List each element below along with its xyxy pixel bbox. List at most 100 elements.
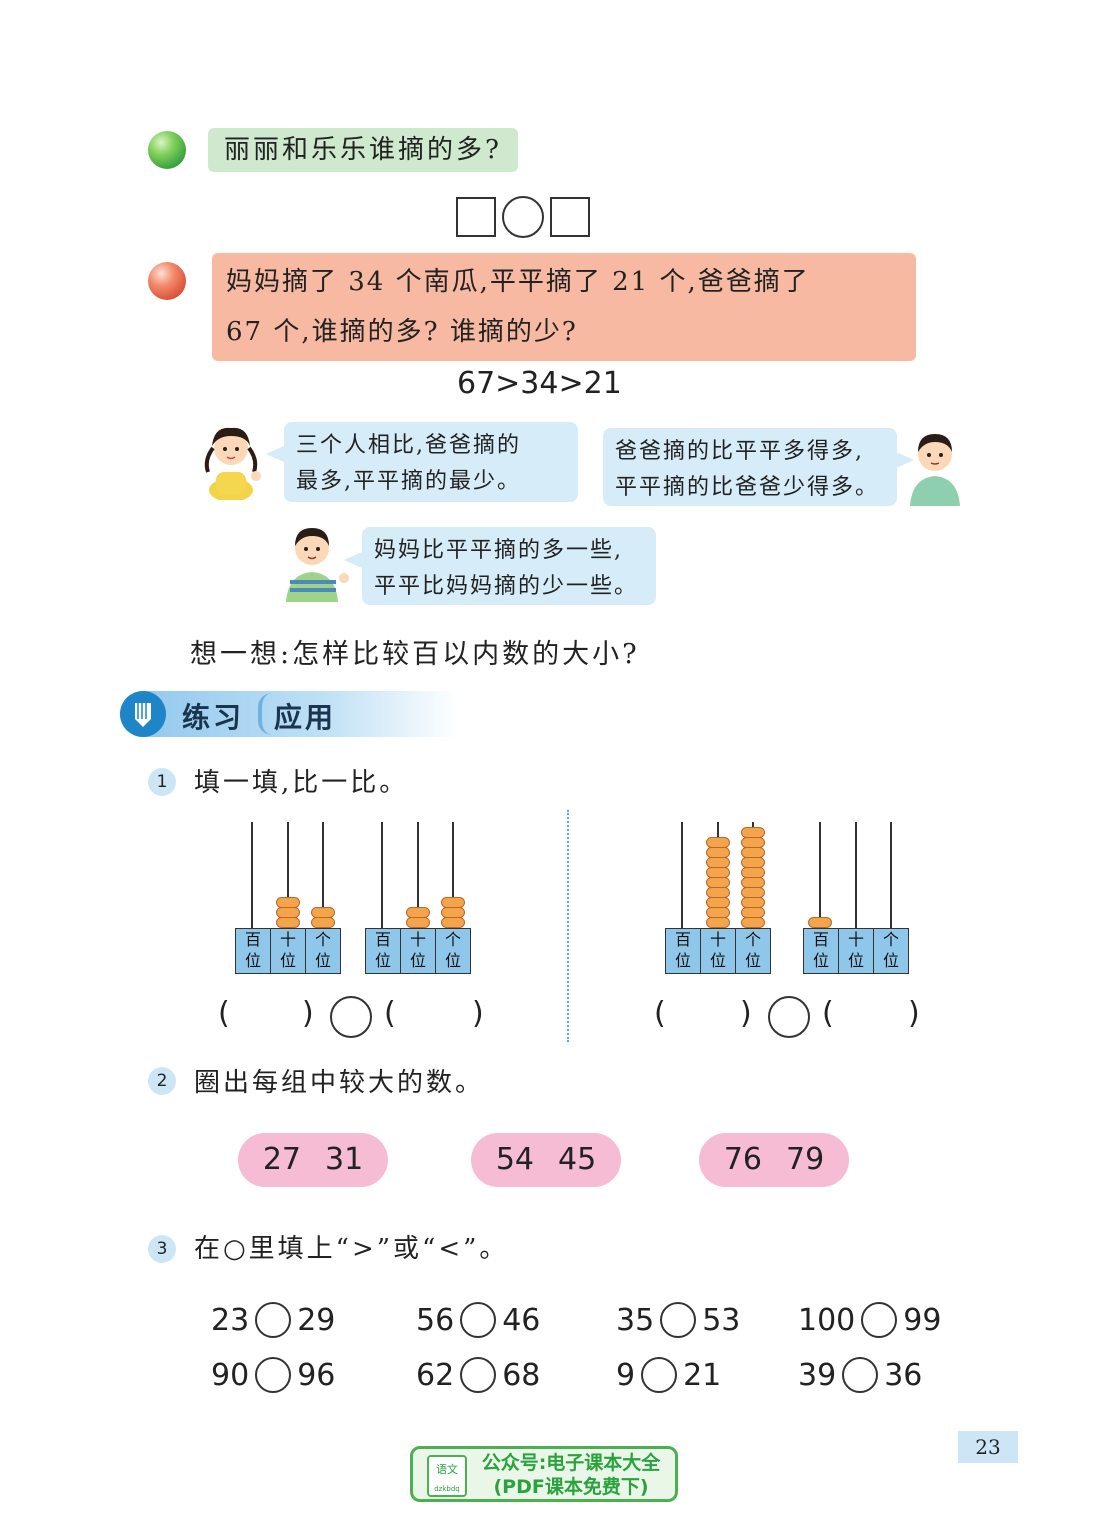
abacus-bead <box>741 837 765 848</box>
abacus-bead <box>405 917 430 928</box>
paren-close: ) <box>302 996 314 1031</box>
abacus-rod <box>819 822 821 928</box>
question-one-text: 丽丽和乐乐谁摘的多? <box>224 135 502 165</box>
paren-open: ( <box>654 996 666 1031</box>
girl-bubble-tail <box>266 446 284 462</box>
boy-right-speech-bubble: 爸爸摘的比平平多得多, 平平摘的比爸爸少得多。 <box>603 428 897 506</box>
place-value-char: 个 <box>314 930 331 949</box>
abacus-bead <box>441 907 465 918</box>
compare-circle[interactable] <box>768 996 810 1038</box>
place-value-char: 位 <box>674 951 691 970</box>
comparison-circle[interactable] <box>861 1302 898 1338</box>
abacus-bead <box>705 887 730 898</box>
abacus-bead <box>705 837 730 848</box>
abacus-rod <box>890 822 892 928</box>
place-value-cell: 十位 <box>271 929 306 973</box>
pair-number[interactable]: 54 <box>495 1142 534 1177</box>
place-value-cell: 个位 <box>874 929 908 973</box>
blank-circle[interactable] <box>502 196 544 238</box>
comparison-left-number: 39 <box>798 1357 837 1393</box>
abacus-bead <box>275 897 300 908</box>
comparison-circle[interactable] <box>255 1302 292 1338</box>
pair-number[interactable]: 76 <box>723 1142 762 1177</box>
place-value-char: 十 <box>409 930 426 949</box>
girl-speech-bubble: 三个人相比,爸爸摘的 最多,平平摘的最少。 <box>284 422 578 502</box>
place-value-char: 位 <box>314 951 331 970</box>
comparison-circle[interactable] <box>641 1357 678 1393</box>
exercise-3-text: 在○里填上“>”或“<”。 <box>194 1234 509 1264</box>
place-value-char: 位 <box>279 951 296 970</box>
place-value-char: 位 <box>882 951 899 970</box>
blank-box-left[interactable] <box>456 197 496 237</box>
comparison-right-number: 99 <box>903 1302 942 1338</box>
abacus-bead <box>405 907 430 918</box>
place-value-labels: 百位十位个位 <box>665 928 771 974</box>
compare-circle[interactable] <box>330 996 372 1038</box>
comparison-right-number: 29 <box>297 1302 336 1338</box>
pair-number[interactable]: 31 <box>325 1142 364 1177</box>
watermark-line1: 公众号:电子课本大全 <box>481 1452 661 1474</box>
place-value-char: 个 <box>444 930 461 949</box>
comparison-circle[interactable] <box>842 1357 879 1393</box>
place-value-char: 位 <box>409 951 426 970</box>
place-value-labels: 百位十位个位 <box>365 928 471 974</box>
comparison-right-number: 46 <box>502 1302 541 1338</box>
comparison-left-number: 90 <box>211 1357 250 1393</box>
think-prompt: 想一想:怎样比较百以内数的大小? <box>190 639 640 670</box>
blank-box-right[interactable] <box>550 197 590 237</box>
abacus-rod <box>416 822 419 928</box>
paren-open: ( <box>218 996 230 1031</box>
boy-right-bubble-line1: 爸爸摘的比平平多得多, <box>615 439 864 464</box>
paren-close: ) <box>908 996 920 1031</box>
comparison-circle[interactable] <box>460 1357 497 1393</box>
pair-number[interactable]: 79 <box>786 1142 825 1177</box>
abacus-bead <box>441 897 465 908</box>
abacus-bead <box>741 847 765 858</box>
abacus-bead <box>311 917 335 928</box>
comparison-circle[interactable] <box>660 1302 697 1338</box>
comparison-left-number: 62 <box>416 1357 455 1393</box>
abacus-bead <box>741 887 765 898</box>
green-ball-icon <box>148 131 186 169</box>
comparison-left-number: 35 <box>616 1302 655 1338</box>
number-pair-2[interactable]: 54 45 <box>471 1133 621 1187</box>
abacus-bead <box>741 867 765 878</box>
abacus-bead <box>741 827 765 838</box>
abacus-bead <box>275 907 300 918</box>
number-pair-3[interactable]: 76 79 <box>699 1133 849 1187</box>
comparison-right-number: 96 <box>297 1357 336 1393</box>
boy-bottom-bubble-line1: 妈妈比平平摘的多一些, <box>374 538 623 563</box>
comparison-circle[interactable] <box>460 1302 497 1338</box>
place-value-char: 个 <box>744 930 761 949</box>
number-pair-1[interactable]: 27 31 <box>238 1133 388 1187</box>
place-value-char: 位 <box>244 951 261 970</box>
paren-open: ( <box>384 996 396 1031</box>
pair-number[interactable]: 45 <box>558 1142 597 1177</box>
abacus-bead <box>705 857 730 868</box>
place-value-cell: 个位 <box>436 929 470 973</box>
exercise-3-badge: 3 <box>148 1235 176 1263</box>
section-title-practice: 练习 <box>182 701 245 734</box>
place-value-labels: 百位十位个位 <box>235 928 341 974</box>
abacus-bead <box>705 847 730 858</box>
book-icon: 语文 dzkbdq <box>427 1455 467 1497</box>
watermark-badge: 语文 dzkbdq 公众号:电子课本大全 (PDF课本免费下) <box>410 1446 678 1502</box>
place-value-labels: 百位十位个位 <box>803 928 909 974</box>
book-icon-label: 语文 <box>436 1463 458 1476</box>
exercise-1-answer-left: ( ) ( ) <box>218 996 518 1040</box>
exercise-1-text: 填一填,比一比。 <box>194 768 409 798</box>
boy-bottom-illustration <box>286 528 349 602</box>
place-value-cell: 百位 <box>236 929 271 973</box>
pair-number[interactable]: 27 <box>262 1142 301 1177</box>
abacus-bead <box>808 917 832 928</box>
section-divider <box>258 693 272 735</box>
pencil-icon <box>120 691 166 737</box>
watermark-line2: (PDF课本免费下) <box>493 1476 649 1498</box>
comparison-circle[interactable] <box>255 1357 292 1393</box>
abacus-bead <box>275 917 300 928</box>
